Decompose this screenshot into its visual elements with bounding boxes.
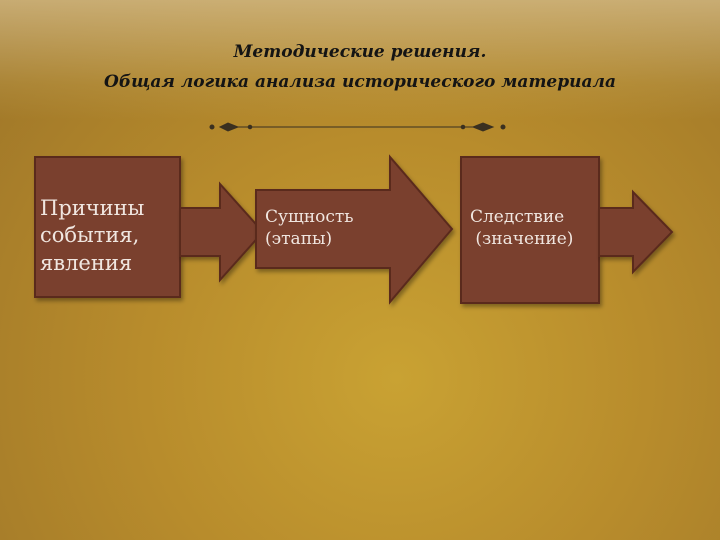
connector-arrow-1: [179, 181, 265, 283]
consequence-line: Следствие: [470, 207, 565, 227]
consequence-label: Следствие (значение): [470, 206, 573, 250]
slide-title: Методические решения.: [233, 42, 487, 62]
essence-line: (этапы): [265, 229, 333, 250]
slide-subtitle: Общая логика анализа исторического матер…: [104, 72, 616, 92]
consequence-line: (значение): [470, 229, 574, 250]
essence-label: Сущность (этапы): [265, 206, 354, 250]
essence-arrow: [255, 154, 454, 305]
causes-line: явления: [40, 250, 133, 275]
essence-line: Сущность: [265, 207, 354, 227]
ornament-diamond-right: [471, 122, 495, 132]
connector-arrow-2: [598, 189, 674, 275]
consequence-box: [460, 156, 600, 304]
decorative-header-texture: [0, 0, 720, 120]
causes-line: Причины: [40, 196, 145, 220]
ornament-divider: [209, 122, 506, 132]
causes-label: Причины события, явления: [40, 195, 144, 277]
ornament-dot-left: [209, 124, 215, 130]
causes-line: события,: [40, 223, 140, 248]
ornament-dot-right: [500, 124, 506, 130]
ornament-diamond-left: [218, 122, 240, 132]
